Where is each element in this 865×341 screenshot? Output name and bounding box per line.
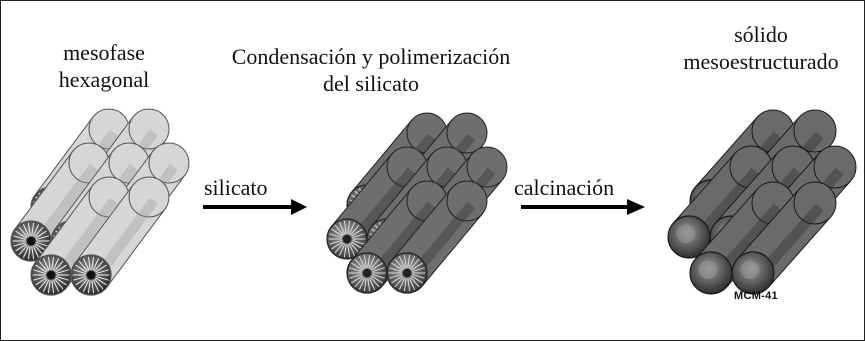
tube [731, 181, 837, 295]
stage-3-label-line2: mesoestructurado [683, 49, 839, 74]
arrow-1-icon [203, 199, 307, 215]
tube [10, 142, 110, 262]
mcm41-code-label: MCM-41 [734, 290, 778, 302]
arrow-2-label: calcinación [514, 175, 615, 200]
tube [346, 180, 448, 294]
stage-1-label-line2: hexagonal [58, 67, 150, 92]
tube [326, 146, 428, 260]
tube [70, 176, 170, 296]
arrow-1-label: silicato [204, 175, 268, 200]
stage-2-label-line1: Condensación y polimerización [231, 44, 511, 69]
stage-3-label-line1: sólido [734, 22, 788, 47]
arrow-2-icon [521, 199, 645, 215]
stage-3-label: sólido mesoestructurado [661, 21, 861, 75]
mcm41-illustration [667, 109, 857, 295]
stage-1-label-line1: mesofase [63, 40, 145, 65]
stage-2-label: Condensación y polimerización del silica… [216, 43, 526, 97]
hexagonal-mesophase-illustration [10, 108, 190, 296]
stage-1-label: mesofase hexagonal [19, 39, 189, 93]
stage-2-label-line2: del silicato [323, 71, 419, 96]
silicate-condensation-illustration [326, 112, 508, 294]
tube [386, 180, 488, 294]
